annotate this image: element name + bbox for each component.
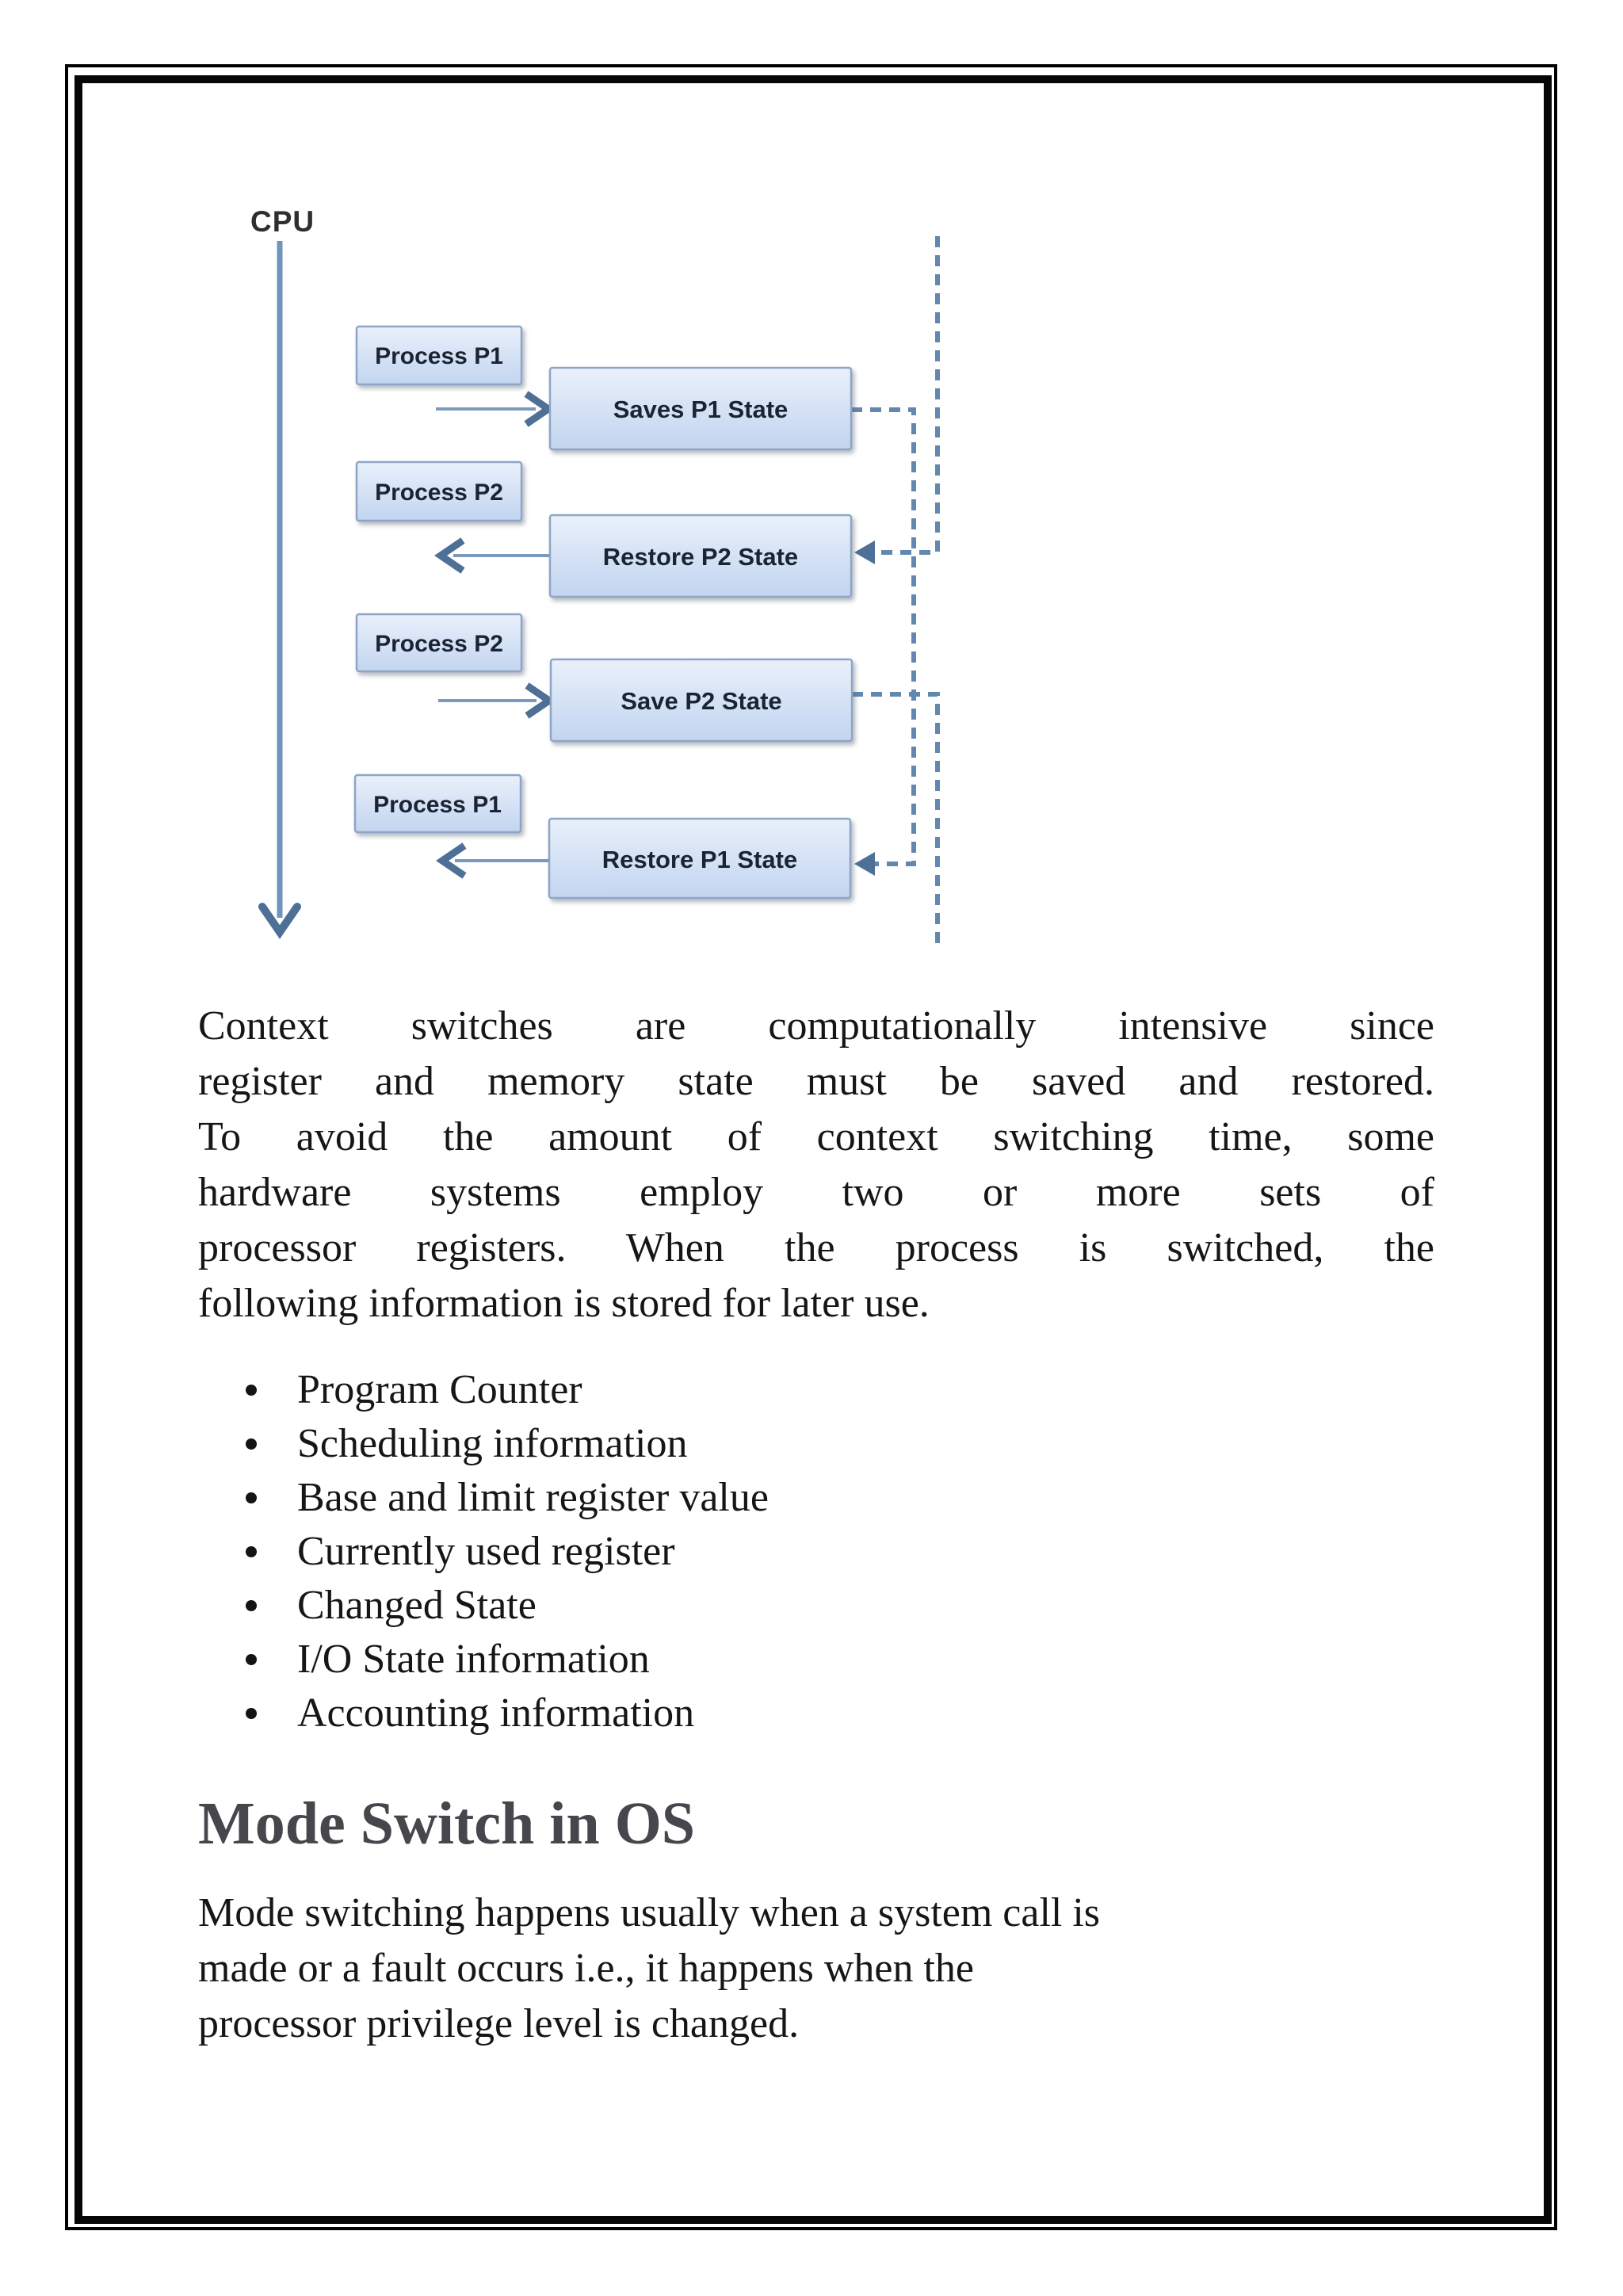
paragraph-mode-switching: Mode switching happens usually when a sy… xyxy=(198,1885,1434,2052)
process-box-3 xyxy=(355,613,523,673)
arrow-to-save-p2-head xyxy=(525,682,556,719)
dashed-pcb-lines xyxy=(851,236,940,945)
dashed-line-savesp1-to-restorep1 xyxy=(851,407,916,866)
dashed-line-savep2-out xyxy=(852,692,940,945)
page-border-outer xyxy=(65,64,1557,2230)
state-box-3-label: Save P2 State xyxy=(621,687,781,715)
state-box-2-label: Restore P2 State xyxy=(603,543,798,571)
text-line: To avoid the amount of context switching… xyxy=(198,1114,1434,1159)
state-box-4 xyxy=(548,817,852,900)
bullet-dot-icon xyxy=(246,1546,257,1557)
cpu-label: CPU xyxy=(250,205,315,238)
text-line: hardware systems employ two or more sets… xyxy=(198,1170,1434,1215)
list-item-text: Scheduling information xyxy=(297,1421,688,1466)
process-box-4 xyxy=(353,774,522,834)
bullet-dot-icon xyxy=(246,1708,257,1719)
cpu-timeline-arrowhead xyxy=(258,903,301,939)
state-box-1 xyxy=(548,366,853,451)
list-item: Changed State xyxy=(198,1579,1434,1633)
dashed-arrowhead-restore-p1 xyxy=(854,852,875,876)
page-border-inner xyxy=(74,75,1552,2224)
text-line: processor privilege level is changed. xyxy=(198,2001,800,2046)
dashed-line-into-restore-p2 xyxy=(870,236,940,555)
paragraph-context-switches: Context switches are computationally int… xyxy=(198,999,1434,1331)
arrow-from-restore-p1-head xyxy=(435,842,467,879)
text-line: following information is stored for late… xyxy=(198,1281,930,1326)
text-line: Context switches are computationally int… xyxy=(198,1003,1434,1049)
context-switch-diagram: CPU Process P1 Saves P1 State Process P2… xyxy=(250,205,940,945)
bullet-dot-icon xyxy=(246,1654,257,1665)
list-item: Accounting information xyxy=(198,1687,1434,1740)
arrow-to-saves-p1-head xyxy=(524,391,556,427)
bullet-dot-icon xyxy=(246,1385,257,1396)
list-item: Currently used register xyxy=(198,1525,1434,1579)
list-item: I/O State information xyxy=(198,1633,1434,1687)
process-box-4-label: Process P1 xyxy=(373,792,502,818)
list-item-text: I/O State information xyxy=(297,1637,650,1682)
state-box-3 xyxy=(549,658,854,743)
list-item-text: Currently used register xyxy=(297,1529,675,1574)
state-box-4-label: Restore P1 State xyxy=(602,846,797,873)
list-item-text: Base and limit register value xyxy=(297,1475,769,1520)
process-box-3-label: Process P2 xyxy=(375,631,503,657)
mode-switch-heading: Mode Switch in OS xyxy=(198,1790,696,1857)
list-item-text: Changed State xyxy=(297,1583,537,1628)
list-item: Scheduling information xyxy=(198,1417,1434,1471)
bullet-dot-icon xyxy=(246,1438,257,1450)
text-line: register and memory state must be saved … xyxy=(198,1059,1434,1104)
list-item-text: Program Counter xyxy=(297,1367,582,1412)
process-box-2 xyxy=(355,460,523,522)
arrow-from-restore-p2-head xyxy=(433,537,465,574)
bullet-dot-icon xyxy=(246,1600,257,1611)
solid-arrows xyxy=(433,391,556,879)
bullet-dot-icon xyxy=(246,1492,257,1503)
list-item: Program Counter xyxy=(198,1363,1434,1417)
process-box-1 xyxy=(355,325,523,386)
dashed-arrowhead-restore-p2 xyxy=(854,541,875,564)
text-line: processor registers. When the process is… xyxy=(198,1225,1434,1270)
list-item-text: Accounting information xyxy=(297,1690,695,1736)
state-box-1-label: Saves P1 State xyxy=(613,395,789,423)
state-box-2 xyxy=(548,514,853,598)
process-box-1-label: Process P1 xyxy=(375,343,503,369)
list-item: Base and limit register value xyxy=(198,1471,1434,1525)
process-box-2-label: Process P2 xyxy=(375,479,503,506)
text-line: made or a fault occurs i.e., it happens … xyxy=(198,1946,974,1991)
text-line: Mode switching happens usually when a sy… xyxy=(198,1890,1101,1935)
